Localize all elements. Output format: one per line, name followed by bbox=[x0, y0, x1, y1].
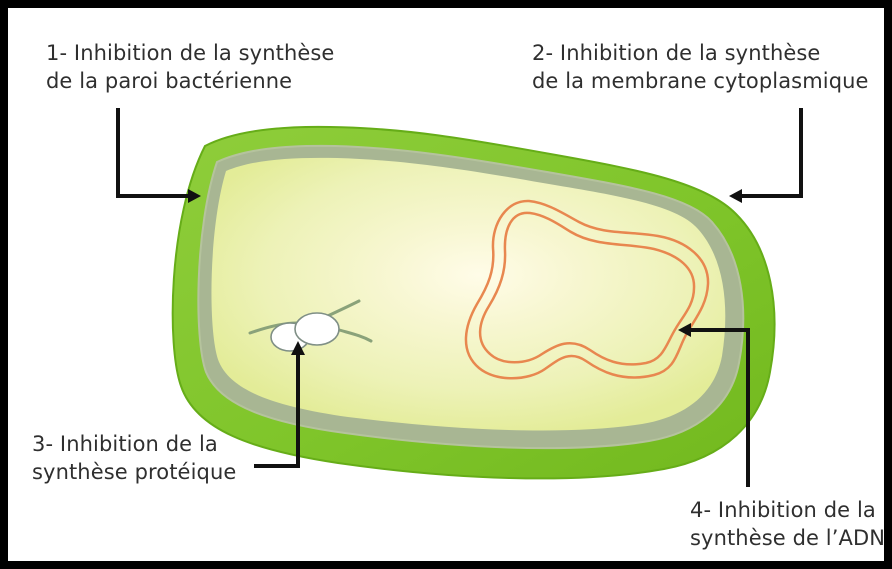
label-2-arrow bbox=[729, 108, 801, 203]
wall-synthesis-label-line-1: 1- Inhibition de la synthèse bbox=[46, 39, 334, 67]
membrane-synthesis-label-line-1: 2- Inhibition de la synthèse bbox=[532, 39, 869, 67]
wall-synthesis-label-line-2: de la paroi bactérienne bbox=[46, 67, 334, 95]
dna-synthesis-label-line-1: 4- Inhibition de la bbox=[690, 496, 885, 524]
dna-synthesis-label: 4- Inhibition de la synthèse de l’ADN bbox=[690, 496, 885, 553]
protein-synthesis-label: 3- Inhibition de la synthèse protéique bbox=[32, 430, 236, 487]
ribosome-large-subunit bbox=[295, 313, 339, 345]
membrane-synthesis-label: 2- Inhibition de la synthèse de la membr… bbox=[532, 39, 869, 96]
wall-synthesis-label: 1- Inhibition de la synthèse de la paroi… bbox=[46, 39, 334, 96]
membrane-synthesis-label-line-2: de la membrane cytoplasmique bbox=[532, 67, 869, 95]
protein-synthesis-label-line-1: 3- Inhibition de la bbox=[32, 430, 236, 458]
protein-synthesis-label-line-2: synthèse protéique bbox=[32, 458, 236, 486]
dna-synthesis-label-line-2: synthèse de l’ADN bbox=[690, 524, 885, 552]
